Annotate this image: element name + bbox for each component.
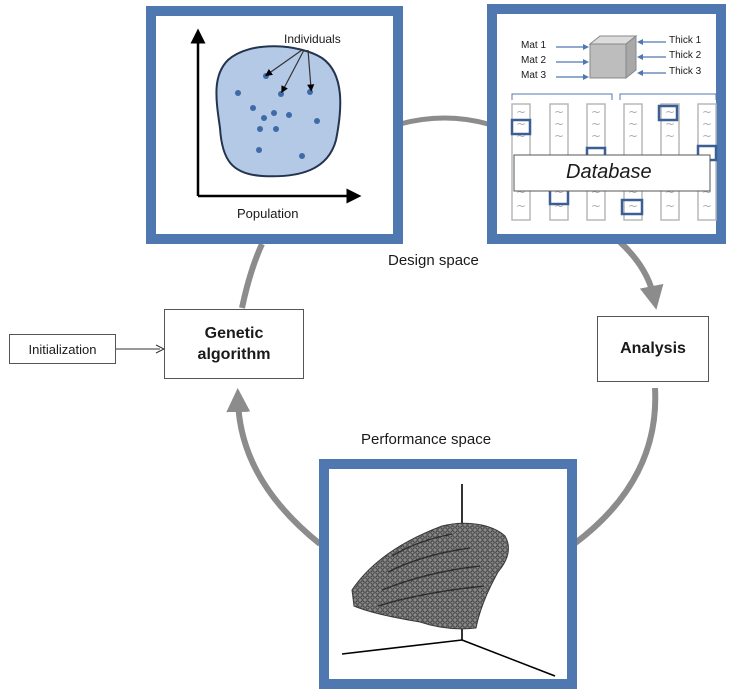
column-tildes: ~~~~~ ~~~~~ ~~~~~ ~~~~~ ~~~~~ ~~~~~ bbox=[516, 105, 712, 213]
arc-bottom-left bbox=[226, 388, 322, 547]
svg-text:~: ~ bbox=[591, 199, 601, 213]
svg-text:~: ~ bbox=[628, 105, 638, 119]
svg-text:~: ~ bbox=[628, 185, 638, 199]
individual-dots bbox=[235, 73, 320, 159]
thickness-label-2: Thick 2 bbox=[669, 50, 702, 61]
individual-dot bbox=[314, 118, 320, 124]
thickness-label-3: Thick 3 bbox=[669, 66, 702, 77]
svg-text:~: ~ bbox=[628, 117, 638, 131]
individuals-label: Individuals bbox=[284, 32, 341, 46]
individual-dot bbox=[273, 126, 279, 132]
arc-left-up bbox=[239, 242, 265, 309]
individual-dot bbox=[235, 90, 241, 96]
svg-text:~: ~ bbox=[516, 117, 526, 131]
performance-space-label: Performance space bbox=[361, 431, 492, 448]
genetic-algorithm-label-line2: algorithm bbox=[197, 346, 271, 363]
svg-text:~: ~ bbox=[516, 185, 526, 199]
analysis-label: Analysis bbox=[620, 340, 686, 357]
design-space-label: Design space bbox=[388, 252, 479, 269]
svg-text:~: ~ bbox=[665, 185, 675, 199]
svg-text:~: ~ bbox=[702, 105, 712, 119]
individuals-pointers bbox=[265, 49, 315, 94]
svg-text:~: ~ bbox=[702, 129, 712, 143]
database-banner bbox=[513, 154, 711, 192]
initialization-label: Initialization bbox=[28, 341, 97, 357]
svg-text:~: ~ bbox=[554, 129, 564, 143]
svg-text:~: ~ bbox=[554, 117, 564, 131]
individual-dot bbox=[299, 153, 305, 159]
svg-text:~: ~ bbox=[665, 129, 675, 143]
population-blob bbox=[215, 45, 342, 178]
individual-dot bbox=[256, 147, 262, 153]
individual-dot bbox=[250, 105, 256, 111]
thickness-label-1: Thick 1 bbox=[669, 35, 702, 46]
svg-text:~: ~ bbox=[516, 199, 526, 213]
material-label-1: Mat 1 bbox=[521, 40, 547, 51]
svg-text:~: ~ bbox=[702, 185, 712, 199]
svg-text:~: ~ bbox=[702, 199, 712, 213]
pareto-surface-ridges bbox=[377, 533, 485, 607]
svg-text:~: ~ bbox=[665, 117, 675, 131]
arc-top bbox=[399, 115, 489, 127]
analysis-box: Analysis bbox=[597, 316, 709, 382]
population-label: Population bbox=[237, 206, 299, 221]
material-label-2: Mat 2 bbox=[521, 55, 547, 66]
material-label-3: Mat 3 bbox=[521, 70, 547, 81]
material-arrows bbox=[556, 44, 589, 80]
individual-dot bbox=[261, 115, 267, 121]
database-brackets bbox=[511, 93, 717, 100]
svg-text:~: ~ bbox=[591, 185, 601, 199]
individual-dot bbox=[286, 112, 292, 118]
database-title: Database bbox=[566, 161, 652, 183]
svg-text:~: ~ bbox=[554, 105, 564, 119]
individual-dot bbox=[257, 126, 263, 132]
svg-text:~: ~ bbox=[665, 105, 675, 119]
svg-text:~: ~ bbox=[628, 199, 638, 213]
svg-text:~: ~ bbox=[554, 185, 564, 199]
arc-bottom-right bbox=[572, 387, 659, 547]
svg-text:~: ~ bbox=[591, 129, 601, 143]
thickness-arrows bbox=[637, 39, 666, 76]
initialization-box: Initialization bbox=[9, 334, 116, 364]
genetic-algorithm-box: Genetic algorithm bbox=[164, 309, 304, 379]
svg-text:~: ~ bbox=[591, 117, 601, 131]
svg-text:~: ~ bbox=[628, 129, 638, 143]
svg-text:~: ~ bbox=[516, 105, 526, 119]
svg-text:~: ~ bbox=[665, 199, 675, 213]
individual-dot bbox=[271, 110, 277, 116]
svg-text:~: ~ bbox=[554, 199, 564, 213]
svg-text:~: ~ bbox=[591, 105, 601, 119]
material-cube bbox=[588, 34, 638, 80]
genetic-algorithm-label-line1: Genetic bbox=[204, 325, 264, 342]
arc-right-down bbox=[617, 239, 664, 310]
svg-text:~: ~ bbox=[516, 129, 526, 143]
svg-text:~: ~ bbox=[702, 117, 712, 131]
